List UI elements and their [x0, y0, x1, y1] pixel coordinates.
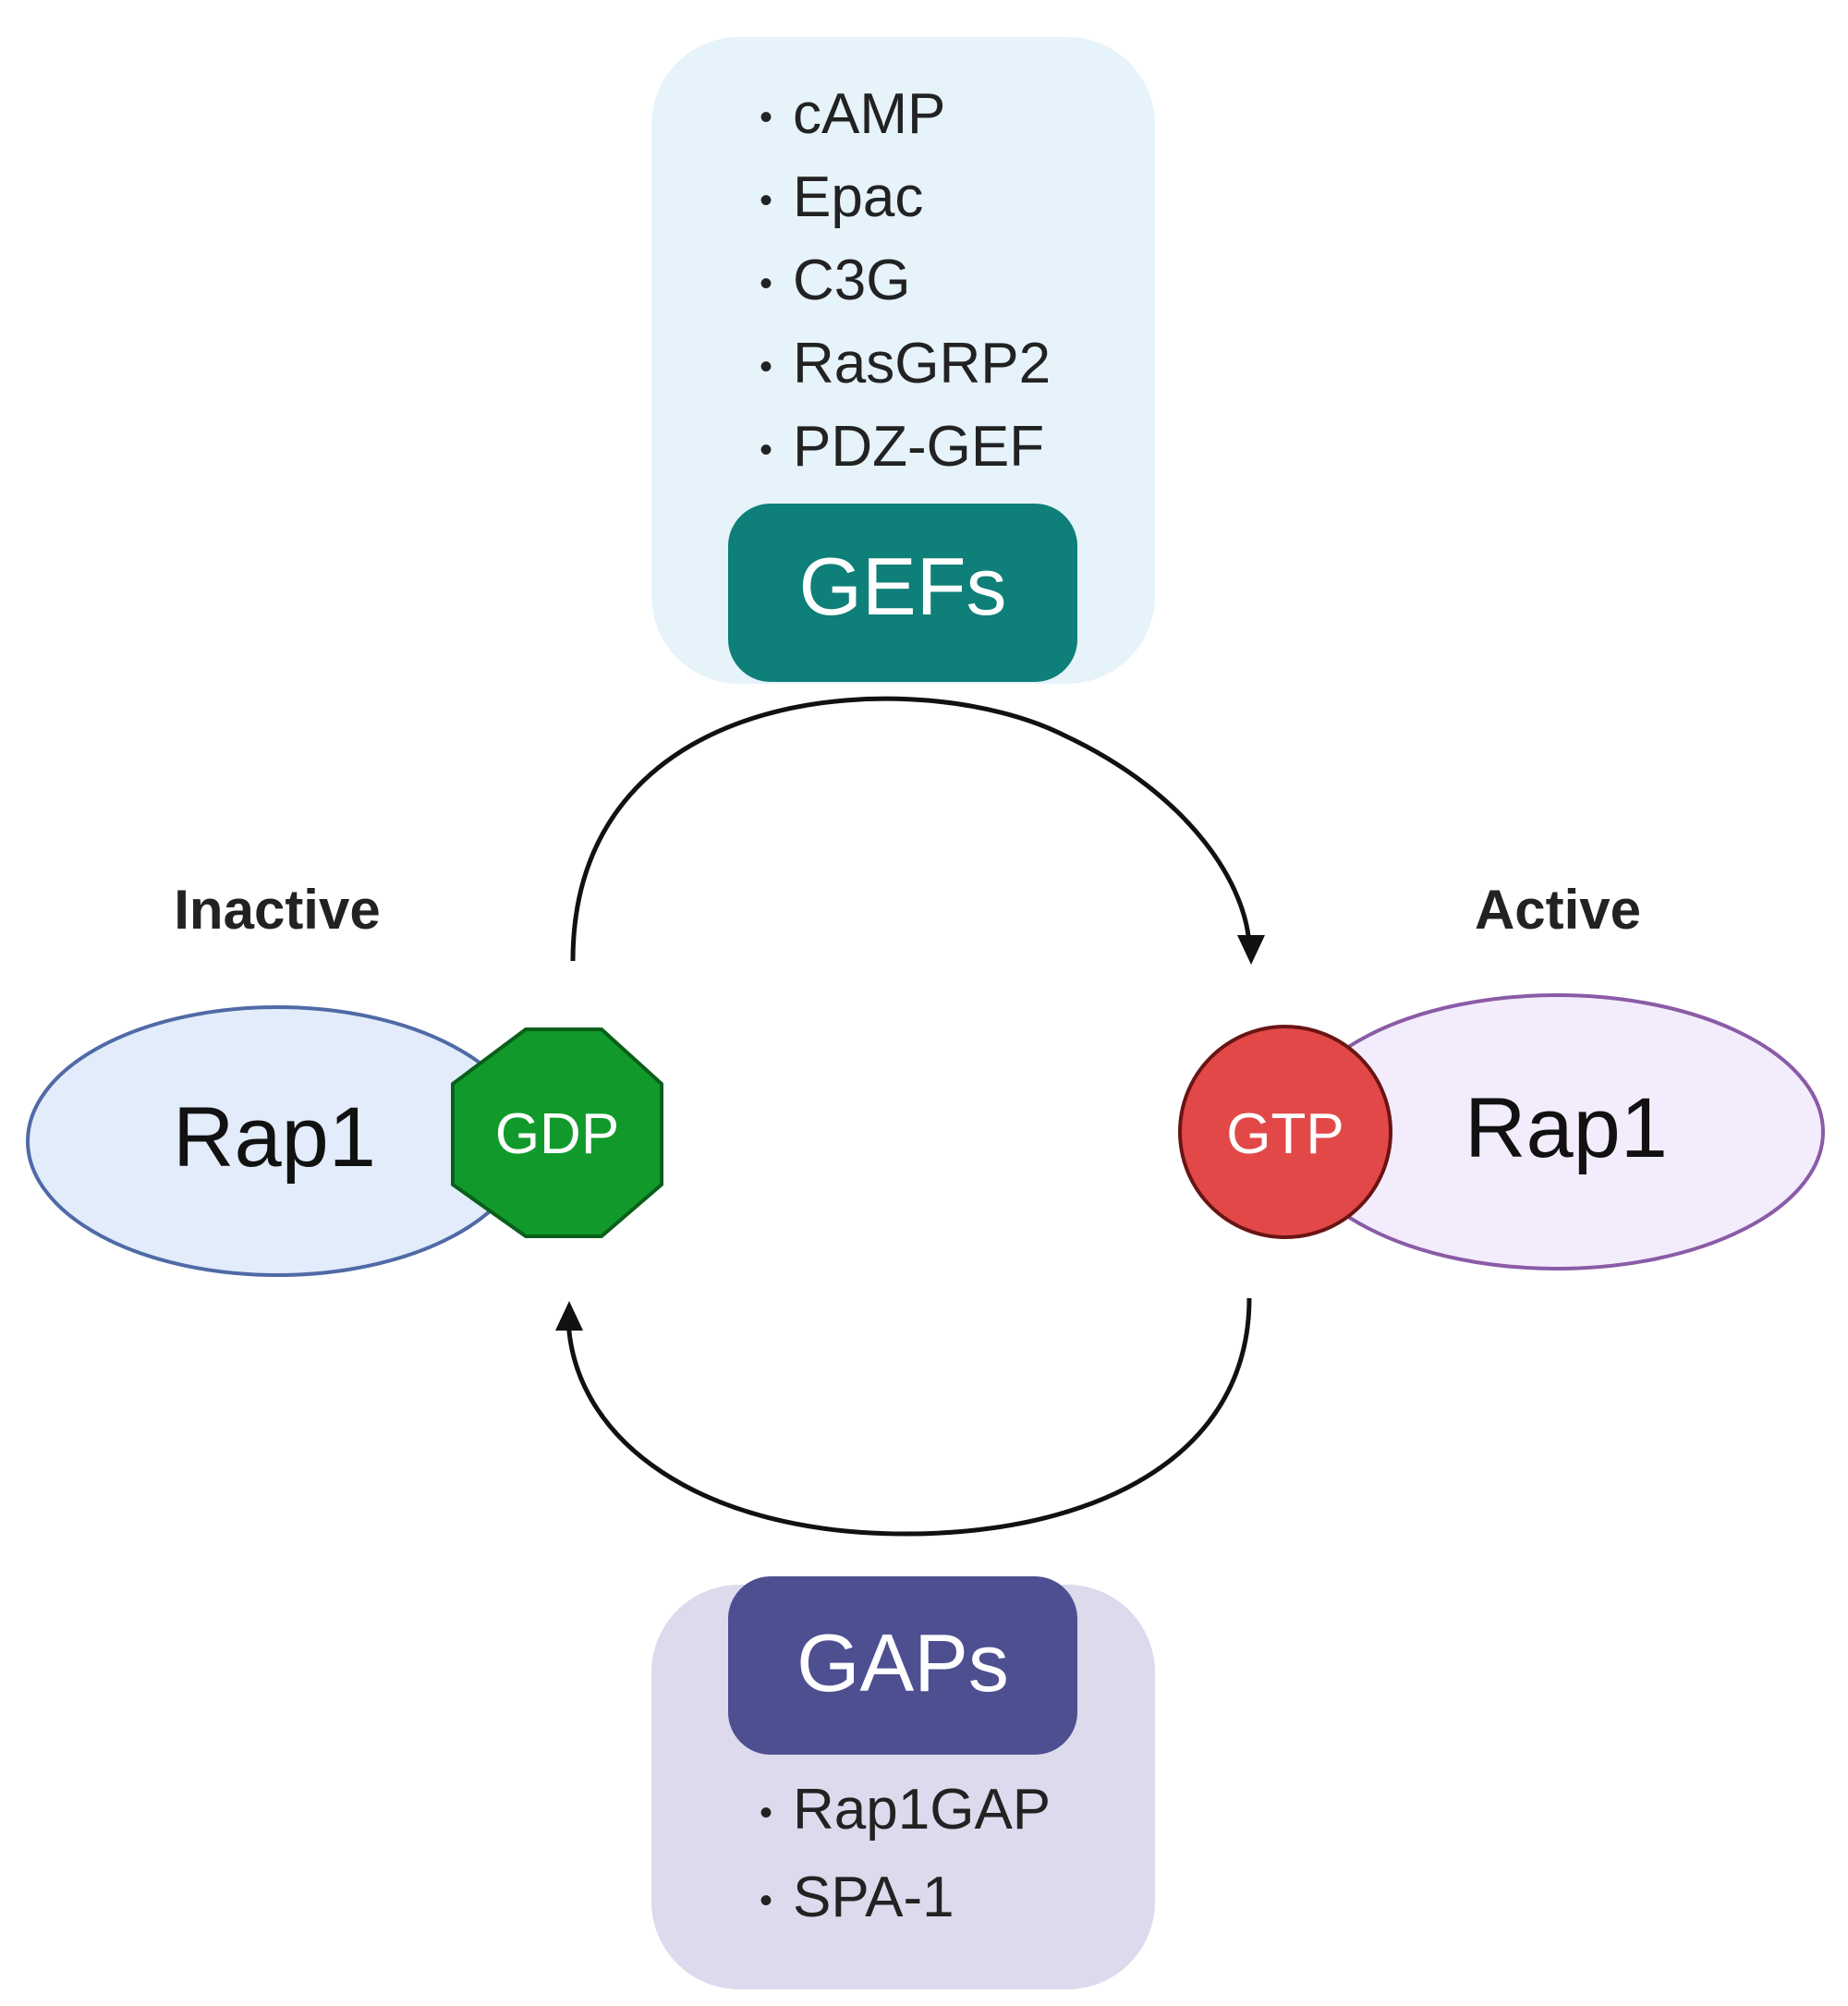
active-label: Active [1475, 879, 1641, 941]
bullet-icon: • [760, 263, 772, 304]
activation-arrow [570, 696, 1252, 962]
gaps-item-spa-1: SPA-1 [793, 1866, 954, 1929]
gefs-label: GEFs [799, 541, 1007, 632]
gdp-label: GDP [495, 1102, 619, 1166]
gaps-list: • Rap1GAP • SPA-1 [760, 1778, 1051, 1929]
bullet-icon: • [760, 430, 772, 470]
rap1-active-label: Rap1 [1465, 1081, 1668, 1175]
gaps-panel: GAPs • Rap1GAP • SPA-1 [651, 1576, 1155, 1989]
gaps-label: GAPs [796, 1617, 1009, 1708]
gefs-list-item: • Epac [760, 165, 923, 229]
gefs-item-camp: cAMP [793, 82, 945, 146]
inactivation-arrowhead-icon [555, 1301, 583, 1331]
activation-arrowhead-icon [1237, 935, 1265, 965]
gaps-list-item: • SPA-1 [760, 1866, 954, 1929]
gaps-item-rap1gap: Rap1GAP [793, 1778, 1051, 1842]
gefs-item-epac: Epac [793, 165, 923, 229]
bullet-icon: • [760, 346, 772, 387]
gtp-circle-icon [1178, 1025, 1392, 1239]
bullet-icon: • [760, 1793, 772, 1833]
gefs-item-pdz-gef: PDZ-GEF [793, 415, 1044, 479]
gefs-item-c3g: C3G [793, 249, 910, 312]
rap1-inactive-label: Rap1 [173, 1090, 376, 1185]
gaps-list-item: • Rap1GAP [760, 1778, 1051, 1842]
inactive-state: Inactive Rap1 GDP [26, 879, 663, 1277]
bullet-icon: • [760, 97, 772, 138]
gefs-list-item: • cAMP [760, 82, 945, 146]
gefs-list-item: • PDZ-GEF [760, 415, 1044, 479]
gtp-label: GTP [1226, 1102, 1343, 1166]
gefs-label-box [728, 504, 1077, 682]
gefs-item-rasgrp2: RasGRP2 [793, 332, 1051, 395]
bullet-icon: • [760, 1880, 772, 1921]
gdp-octagon-icon [451, 1027, 663, 1238]
inactive-label: Inactive [174, 879, 380, 941]
gefs-list-item: • C3G [760, 249, 910, 312]
gaps-label-box [728, 1576, 1077, 1755]
gefs-list-item: • RasGRP2 [760, 332, 1051, 395]
inactivation-arrow [565, 1297, 1252, 1537]
bullet-icon: • [760, 180, 772, 221]
gefs-list: • cAMP • Epac • C3G • RasGRP2 • PDZ-GEF [760, 82, 1051, 479]
gefs-panel: • cAMP • Epac • C3G • RasGRP2 • PDZ-GEF … [651, 37, 1155, 684]
active-state: Active Rap1 GTP [1178, 879, 1825, 1270]
